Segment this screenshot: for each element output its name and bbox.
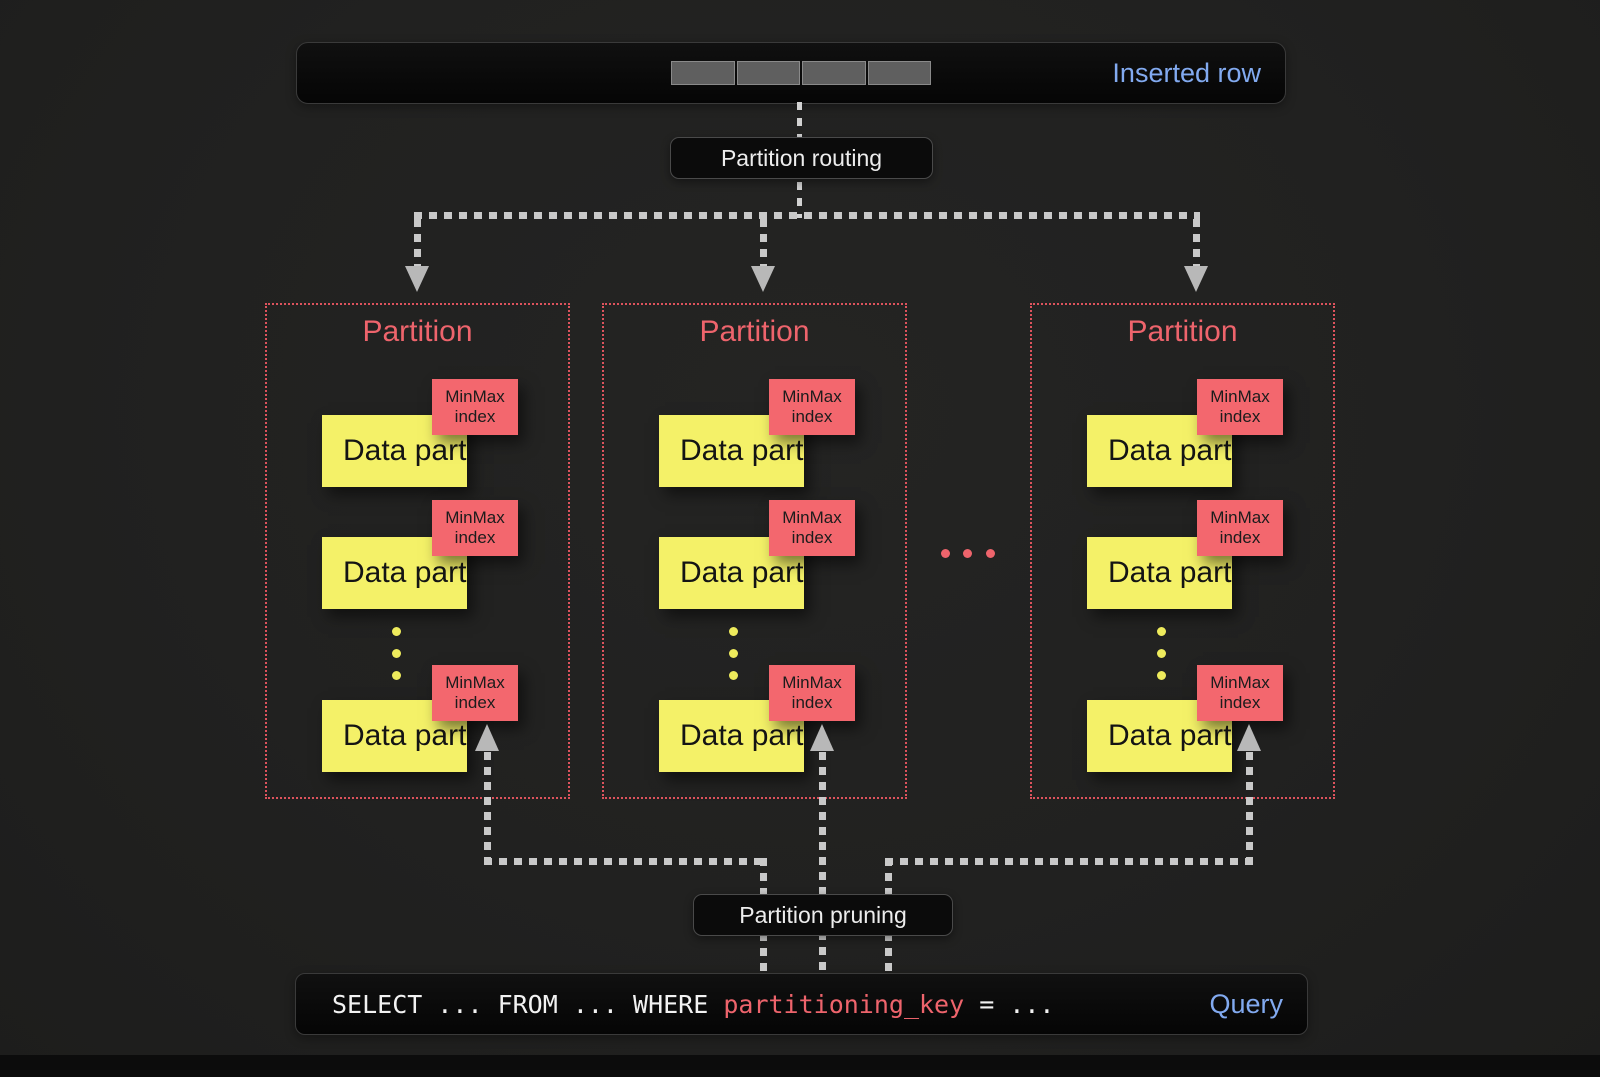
minmax-index-tag: MinMax index [1197, 379, 1283, 435]
routing-branch-left [414, 219, 421, 266]
pruning-line-middle [819, 752, 826, 973]
bottom-strip [0, 1055, 1600, 1077]
more-partitions-dot [941, 549, 950, 558]
more-parts-dot [1157, 627, 1166, 636]
pruning-line-left-horizontal [484, 858, 767, 865]
partition-title: Partition [362, 315, 473, 348]
arrow-up-icon [475, 724, 499, 751]
pruning-line-right-horizontal [885, 858, 1253, 865]
more-parts-dot [729, 649, 738, 658]
query-box: SELECT ... FROM ... WHERE partitioning_k… [295, 973, 1308, 1035]
minmax-index-tag: MinMax index [769, 500, 855, 556]
sql-text: = ... [964, 989, 1055, 1019]
routing-branch-right [1193, 219, 1200, 266]
row-segment [736, 61, 800, 85]
inserted-row-label: Inserted row [1112, 57, 1261, 88]
minmax-index-tag: MinMax index [1197, 500, 1283, 556]
arrow-down-icon [405, 266, 429, 292]
partition-pruning-label: Partition pruning [693, 894, 953, 936]
inserted-row-box: Inserted row [296, 42, 1286, 104]
row-segment [867, 61, 931, 85]
more-parts-dot [1157, 671, 1166, 680]
data-part-box: Data part [1087, 415, 1232, 487]
arrow-up-icon [1237, 724, 1261, 751]
minmax-index-tag: MinMax index [1197, 665, 1283, 721]
row-segment [671, 61, 735, 85]
more-partitions-dot [963, 549, 972, 558]
minmax-index-tag: MinMax index [769, 379, 855, 435]
partition-box-2: Partition MinMax index Data part MinMax … [602, 303, 907, 799]
minmax-index-tag: MinMax index [432, 500, 518, 556]
arrow-up-icon [810, 724, 834, 751]
routing-branch-middle [760, 219, 767, 266]
more-parts-dot [729, 627, 738, 636]
arrow-down-icon [1184, 266, 1208, 292]
routing-line-horizontal [414, 212, 1200, 219]
partition-box-3: Partition MinMax index Data part MinMax … [1030, 303, 1335, 799]
partition-title: Partition [699, 315, 810, 348]
sql-text: SELECT ... FROM ... WHERE [332, 989, 724, 1019]
more-parts-dot [392, 671, 401, 680]
more-parts-dot [392, 627, 401, 636]
more-parts-dot [729, 671, 738, 680]
more-parts-dot [392, 649, 401, 658]
more-parts-dot [1157, 649, 1166, 658]
minmax-index-tag: MinMax index [432, 665, 518, 721]
minmax-index-tag: MinMax index [769, 665, 855, 721]
row-segment [802, 61, 866, 85]
pruning-line-left-vertical [484, 752, 491, 865]
sql-partitioning-key: partitioning_key [723, 989, 965, 1019]
query-label: Query [1209, 988, 1283, 1019]
data-part-box: Data part [322, 700, 467, 772]
more-partitions-dot [986, 549, 995, 558]
partition-title: Partition [1127, 315, 1238, 348]
sql-statement: SELECT ... FROM ... WHERE partitioning_k… [332, 974, 1054, 1034]
partition-box-1: Partition MinMax index Data part MinMax … [265, 303, 570, 799]
inserted-row-segments [671, 61, 931, 85]
arrow-down-icon [751, 266, 775, 292]
pruning-line-right-vertical [1246, 752, 1253, 865]
minmax-index-tag: MinMax index [432, 379, 518, 435]
partition-routing-label: Partition routing [670, 137, 933, 179]
